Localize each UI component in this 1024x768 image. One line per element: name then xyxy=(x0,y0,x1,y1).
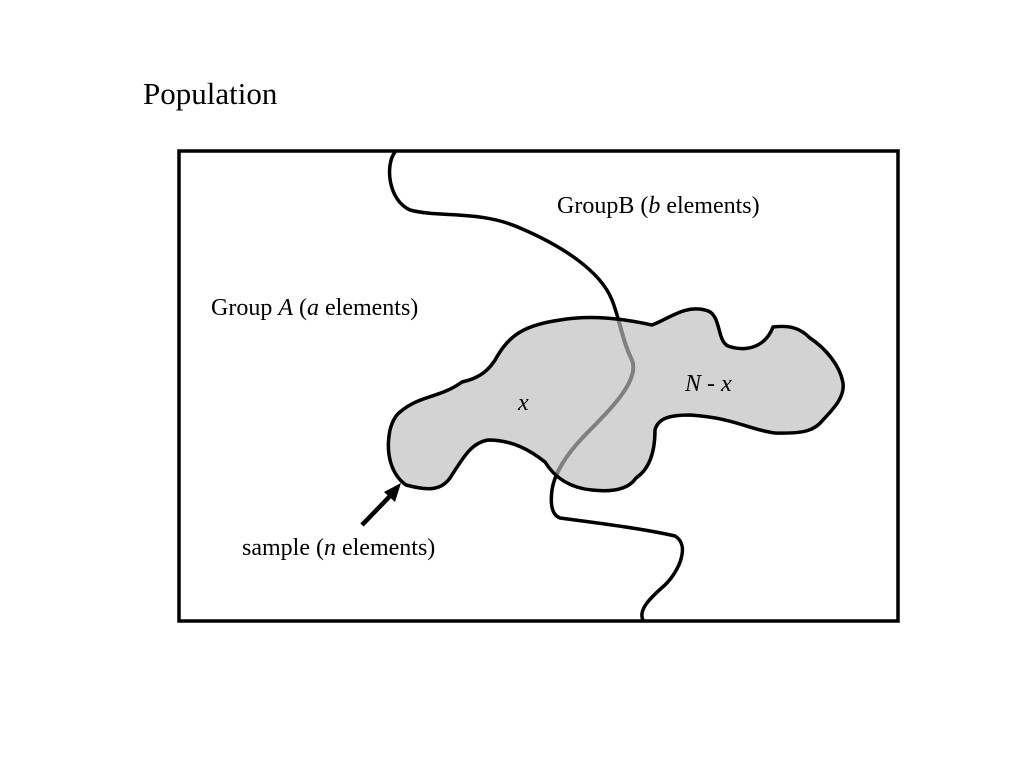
group-b-label: GroupB (b elements) xyxy=(557,193,760,219)
sample-outline xyxy=(386,307,845,493)
group-boundary-in-sample xyxy=(388,308,685,491)
group-a-label: Group A (a elements) xyxy=(211,295,418,321)
group-a-suffix: elements) xyxy=(319,295,418,321)
group-a-var: A xyxy=(276,295,293,321)
group-b-prefix: GroupB ( xyxy=(557,193,648,219)
region-rest-n: N xyxy=(684,371,703,397)
population-title: Population xyxy=(143,76,278,111)
region-rest-x: x xyxy=(720,371,732,397)
group-b-count-var: b xyxy=(648,193,660,219)
sample-arrow-shaft xyxy=(360,492,394,527)
group-a-prefix: Group xyxy=(211,295,278,321)
group-b-suffix: elements) xyxy=(660,193,759,219)
group-a-open: ( xyxy=(293,295,307,321)
sample-prefix: sample ( xyxy=(242,535,324,561)
group-a-count-var: a xyxy=(307,295,319,321)
arrow-head-icon xyxy=(384,483,401,502)
region-rest-minus: - xyxy=(701,371,721,397)
sample-suffix: elements) xyxy=(336,535,435,561)
region-x-label: x xyxy=(517,390,529,416)
sample-count-var: n xyxy=(324,535,336,561)
region-rest-label: N - x xyxy=(684,371,732,397)
sample-label: sample (n elements) xyxy=(242,535,435,561)
